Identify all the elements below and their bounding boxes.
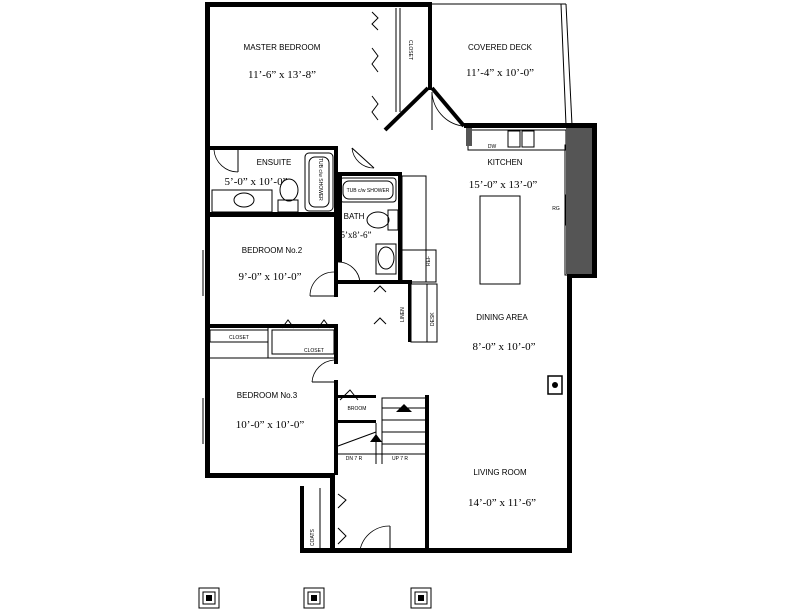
door-swings xyxy=(213,11,463,551)
bedroom3-name: BEDROOM No.3 xyxy=(237,391,298,400)
broom-label: BROOM xyxy=(348,406,367,412)
coats-label: COATS xyxy=(310,528,316,546)
bath-name: BATH xyxy=(344,212,365,221)
master-bedroom-name: MASTER BEDROOM xyxy=(244,43,321,52)
ensuite-name: ENSUITE xyxy=(257,158,292,167)
bath-dim: 5’x8’-6” xyxy=(341,230,372,240)
bedroom2-dim: 9’-0” x 10’-0” xyxy=(239,271,302,283)
covered-deck-name: COVERED DECK xyxy=(468,43,533,52)
linen-label: LINEN xyxy=(400,307,406,322)
master-bedroom-dim: 11’-6” x 13’-8” xyxy=(248,69,316,81)
closet-master-label: CLOSET xyxy=(407,40,413,60)
bedroom3-dim: 10’-0” x 10’-0” xyxy=(236,419,305,431)
covered-deck-dim: 11’-4” x 10’-0” xyxy=(466,67,534,79)
walls xyxy=(205,2,597,553)
ensuite-dim: 5’-0” x 10’-0” xyxy=(225,176,288,188)
thin-lines xyxy=(202,3,592,552)
tub-shower-ensuite-label: TUB c/w SHOWER xyxy=(317,158,323,201)
living-room-name: LIVING ROOM xyxy=(473,468,527,477)
tub-shower-bath-label: TUB c/w SHOWER xyxy=(347,188,390,194)
living-room-dim: 14’-0” x 11’-6” xyxy=(468,497,536,509)
legend-symbols xyxy=(198,587,432,609)
dn-label: DN 7 R xyxy=(346,456,363,462)
rg-label: RG xyxy=(552,206,560,212)
dw-label: DW xyxy=(488,144,497,150)
kitchen-name: KITCHEN xyxy=(487,158,522,167)
closet-b3b-label: CLOSET xyxy=(304,348,324,354)
ref-label: REF xyxy=(426,256,432,266)
desk-label: DESK xyxy=(430,312,436,326)
dining-name: DINING AREA xyxy=(476,313,528,322)
kitchen-dim: 15’-0” x 13’-0” xyxy=(469,179,538,191)
bedroom2-name: BEDROOM No.2 xyxy=(242,246,303,255)
dining-dim: 8’-0” x 10’-0” xyxy=(473,341,536,353)
closet-b3a-label: CLOSET xyxy=(229,335,249,341)
up-label: UP 7 R xyxy=(392,456,408,462)
